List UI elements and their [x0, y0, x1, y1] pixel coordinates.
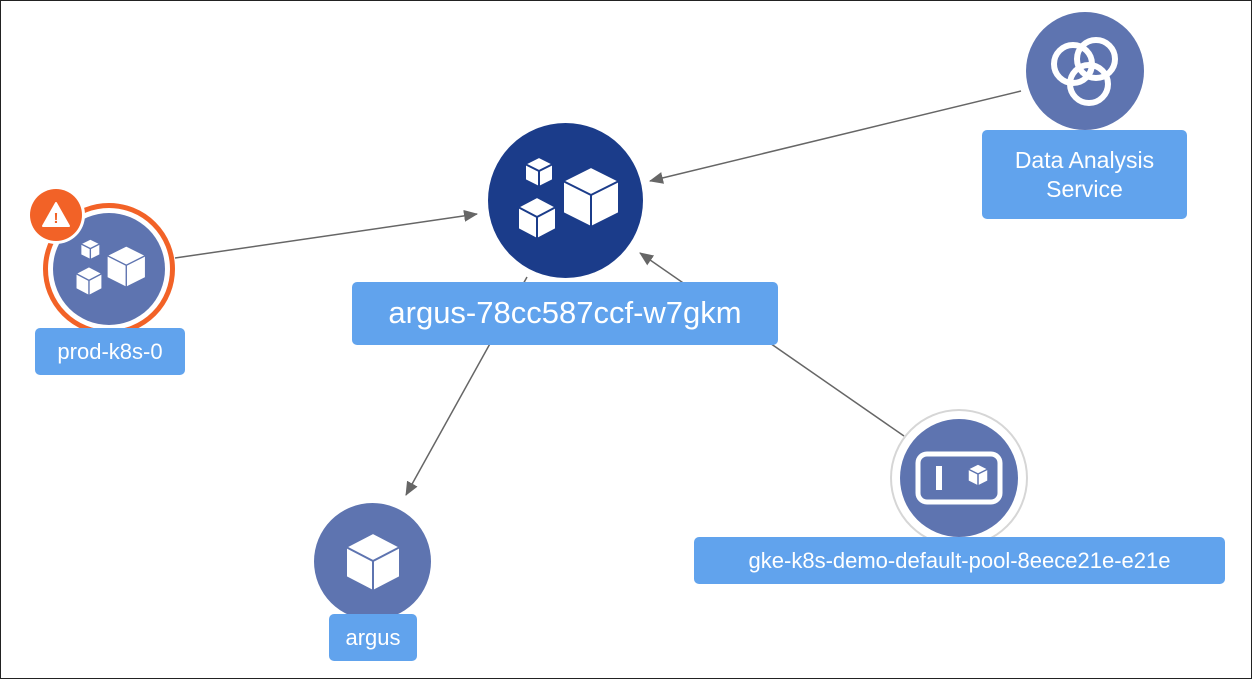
- node-data-analysis-service[interactable]: [1026, 12, 1144, 130]
- node-label-prod-k8s-0[interactable]: prod-k8s-0: [35, 328, 185, 375]
- node-label-argus-pod[interactable]: argus-78cc587ccf-w7gkm: [352, 282, 778, 345]
- node-pool-icon: [914, 450, 1004, 506]
- edge-data-to-main: [649, 90, 1022, 184]
- node-argus-pod[interactable]: [488, 123, 643, 278]
- node-gke-pool[interactable]: [892, 411, 1026, 545]
- node-prod-k8s-0[interactable]: [43, 203, 175, 335]
- alert-badge[interactable]: !: [27, 186, 85, 244]
- cube-icon: [340, 529, 406, 595]
- edge-prod-to-main: [174, 209, 478, 259]
- node-label-gke-pool[interactable]: gke-k8s-demo-default-pool-8eece21e-e21e: [694, 537, 1225, 584]
- cubes-icon: [71, 236, 147, 302]
- node-label-argus[interactable]: argus: [329, 614, 417, 661]
- node-argus[interactable]: [314, 503, 431, 620]
- overlapping-circles-icon: [1045, 31, 1125, 111]
- warning-icon: !: [30, 189, 82, 241]
- node-gke-pool-fill: [900, 419, 1018, 537]
- node-label-data-analysis-service[interactable]: Data Analysis Service: [982, 130, 1187, 219]
- alert-symbol: !: [54, 210, 59, 227]
- cubes-icon: [511, 153, 621, 248]
